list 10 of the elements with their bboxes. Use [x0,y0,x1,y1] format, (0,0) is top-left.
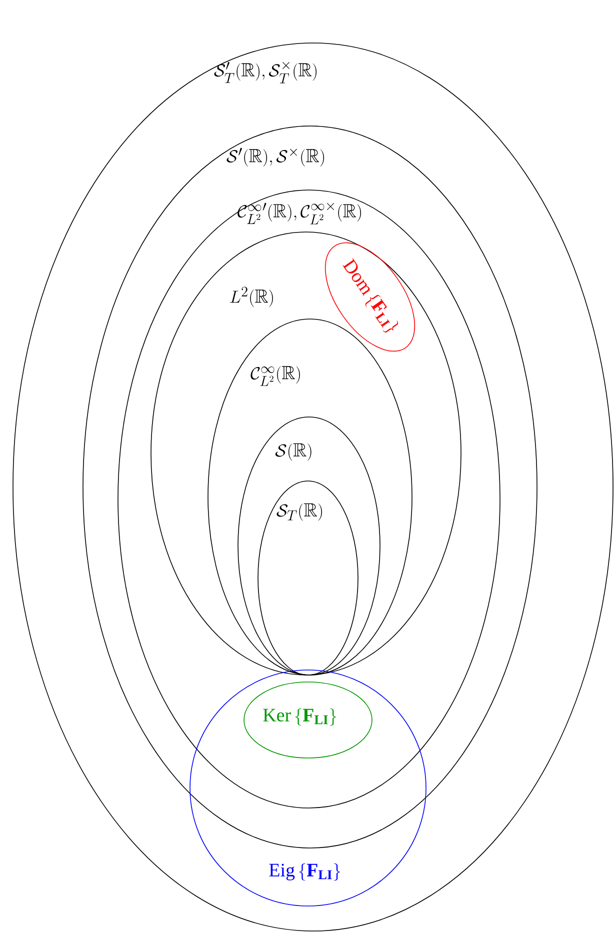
set-label: $\mathcal{S}(\mathbb{R})$ [275,443,312,461]
set-label: $\mathcal{C}^\infty_{L^2}{}'(\mathbb{R}),\mathcal{C}^{\infty\times}_{L^2}(\mathbb{R})$ [238,202,362,224]
set-label: $\mathrm{Eig}\left\{\mathbf{F}_{\mathbf{LI}}\right\}$ [269,863,340,881]
set-label: $L^2(\mathbb{R})$ [230,286,273,307]
set-label: $\mathrm{Dom}\left\{\mathbf{F}_{\mathbf{LI}}\right\}$ [342,258,398,332]
set-label: $\mathcal{S}_T(\mathbb{R})$ [276,503,322,521]
set-label: $\mathcal{S}'(\mathbb{R}),\mathcal{S}^\times(\mathbb{R})$ [226,148,324,166]
set-label: $\mathcal{S}'_T(\mathbb{R}),\mathcal{S}^\times_T(\mathbb{R})$ [214,62,316,84]
set-label: $\mathrm{Ker}\left\{\mathbf{F}_{\mathbf{LI}}\right\}$ [263,708,336,726]
set-label: $\mathcal{C}^\infty_{L^2}(\mathbb{R})$ [250,366,300,386]
